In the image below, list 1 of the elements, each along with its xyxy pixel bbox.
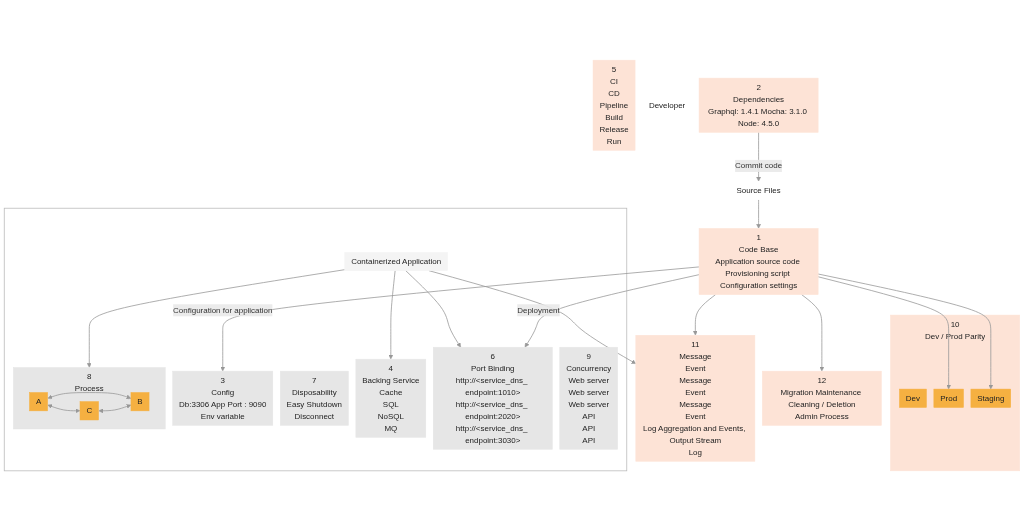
cluster bbox=[3, 207, 628, 472]
